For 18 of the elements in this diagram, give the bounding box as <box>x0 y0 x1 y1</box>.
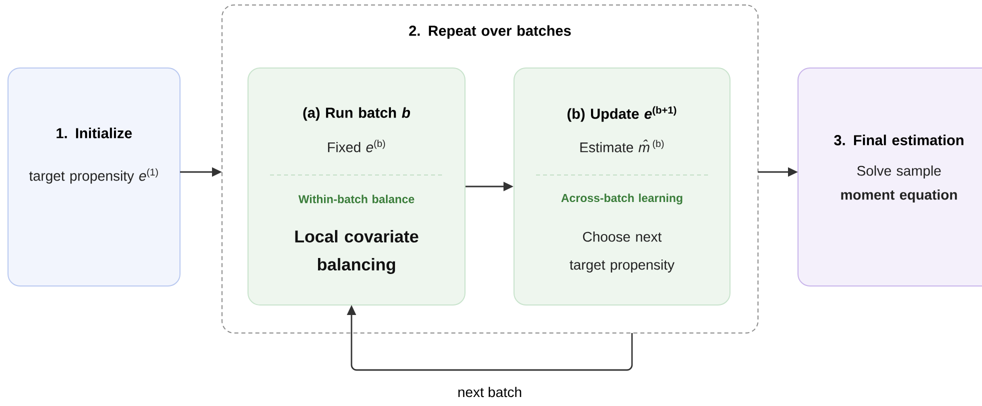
box-text: Fixed e$^{(b)}$ <box>328 140 385 152</box>
group-title: 2. Repeat over batches <box>409 25 571 39</box>
process-box <box>248 68 466 306</box>
section-label: Within-batch balance <box>298 194 414 204</box>
box-title: (b) Update e$^{(b+1)}$ <box>568 106 676 122</box>
box-text: target propensity e$^{(1)}$ <box>29 168 158 184</box>
box-title: 1. Initialize <box>56 128 132 138</box>
process-box <box>514 68 730 306</box>
edge-label: next batch <box>458 386 522 398</box>
box-title: (a) Run batch b <box>303 107 410 121</box>
process-box <box>8 68 180 286</box>
box-text: Solve sample moment equation <box>841 165 957 203</box>
box-title: 3. Final estimation <box>834 134 964 146</box>
section-label: Across-batch learning <box>561 194 682 204</box>
process-box <box>798 68 982 286</box>
box-text: Choose next target propensity <box>570 231 674 272</box>
box-text: Local covariate balancing <box>295 230 418 274</box>
box-text: Estimate m̂$^{(b)}$ <box>580 140 664 152</box>
